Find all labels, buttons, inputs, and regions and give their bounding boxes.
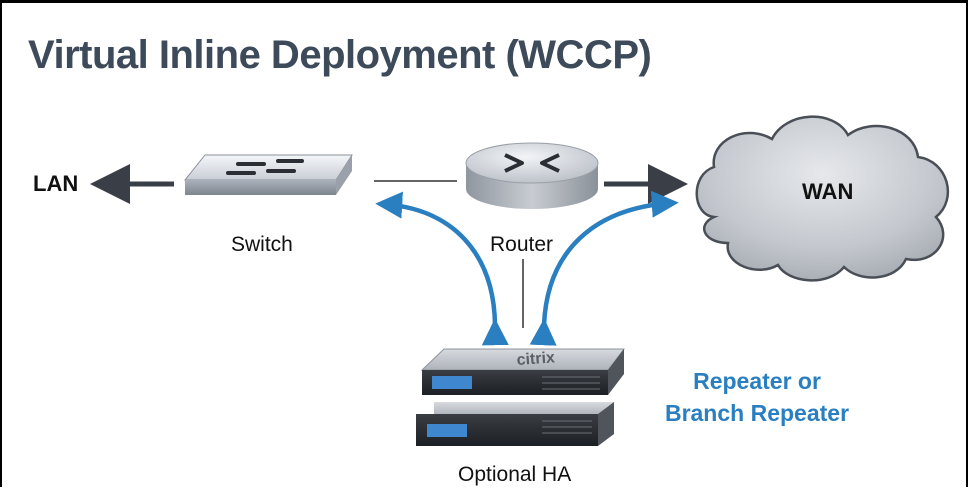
optional-ha-label: Optional HA [458,463,572,486]
lan-label: LAN [33,171,79,196]
wan-label: WAN [802,179,854,204]
blue-arrow-right-icon [529,190,679,346]
switch-icon [183,154,353,195]
repeater-label: Repeater or Branch Repeater [632,365,882,429]
appliance-logo: citrix [516,349,555,369]
repeater-line-1: Repeater or [693,368,821,394]
page-title: Virtual Inline Deployment (WCCP) [28,33,652,77]
appliance-icon: citrix [416,348,626,446]
cloud-icon [695,115,950,282]
repeater-line-2: Branch Repeater [664,400,850,426]
router-icon [465,142,599,209]
switch-label: Switch [231,233,293,256]
network-diagram: citrix [90,115,950,446]
router-label: Router [490,233,554,256]
blue-arrow-left-icon [375,191,509,346]
